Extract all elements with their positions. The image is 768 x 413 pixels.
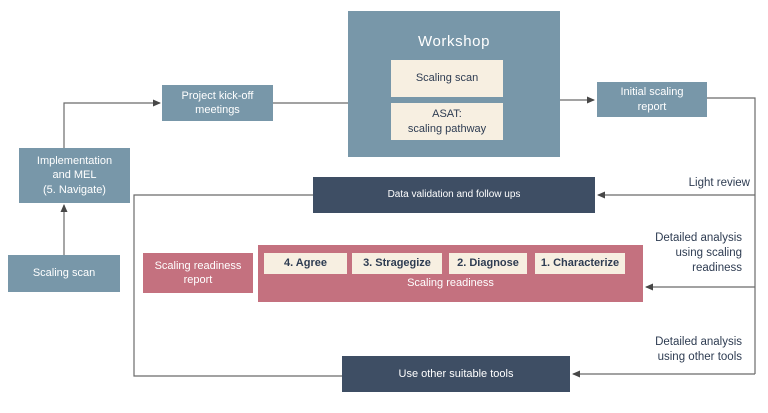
annotation-detailed-analysis-other-tools: Detailed analysis using other tools [655,336,742,364]
node-use-other-tools: Use other suitable tools [342,356,570,392]
node-implementation-mel: Implementation and MEL (5. Navigate) [19,148,130,203]
step-characterize: 1. Characterize [535,253,625,274]
node-project-kickoff: Project kick-off meetings [162,85,273,121]
scaling-readiness-panel: 4. Agree 3. Stragegize 2. Diagnose 1. Ch… [258,245,643,302]
node-initial-scaling-report: Initial scaling report [597,82,707,117]
step-strategize: 3. Stragegize [352,253,442,274]
step-diagnose: 2. Diagnose [449,253,527,274]
node-workshop-scaling-scan: Scaling scan [391,60,503,97]
node-workshop-asat: ASAT: scaling pathway [391,103,503,140]
workshop-title: Workshop [417,33,491,50]
node-scaling-scan: Scaling scan [8,255,120,292]
scaling-readiness-label: Scaling readiness [407,277,494,289]
node-scaling-readiness-report: Scaling readiness report [143,253,253,293]
annotation-detailed-analysis-scaling-readiness: Detailed analysis using scaling readines… [655,232,742,275]
node-data-validation: Data validation and follow ups [313,177,595,213]
step-agree: 4. Agree [264,253,347,274]
annotation-light-review: Light review [688,177,750,189]
workshop-panel: Workshop Scaling scan ASAT: scaling path… [348,11,560,157]
